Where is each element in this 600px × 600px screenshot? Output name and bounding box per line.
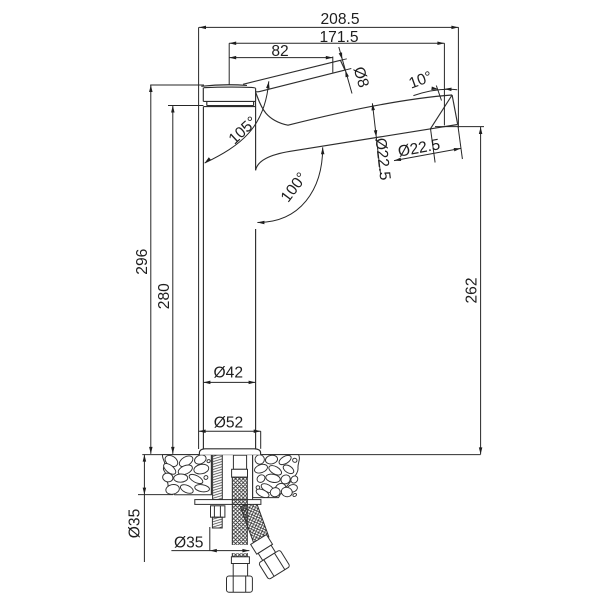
svg-text:82: 82	[271, 43, 288, 60]
svg-text:Ø8: Ø8	[350, 65, 372, 90]
svg-text:Ø35: Ø35	[127, 508, 144, 538]
svg-text:296: 296	[134, 249, 151, 275]
svg-text:171.5: 171.5	[319, 29, 358, 46]
svg-text:Ø22.5: Ø22.5	[372, 137, 394, 181]
svg-text:208.5: 208.5	[320, 11, 359, 28]
svg-text:Ø35: Ø35	[174, 534, 204, 551]
svg-text:Ø52: Ø52	[214, 415, 243, 432]
svg-text:Ø42: Ø42	[214, 365, 243, 382]
svg-text:262: 262	[464, 277, 481, 303]
svg-text:280: 280	[156, 283, 173, 309]
